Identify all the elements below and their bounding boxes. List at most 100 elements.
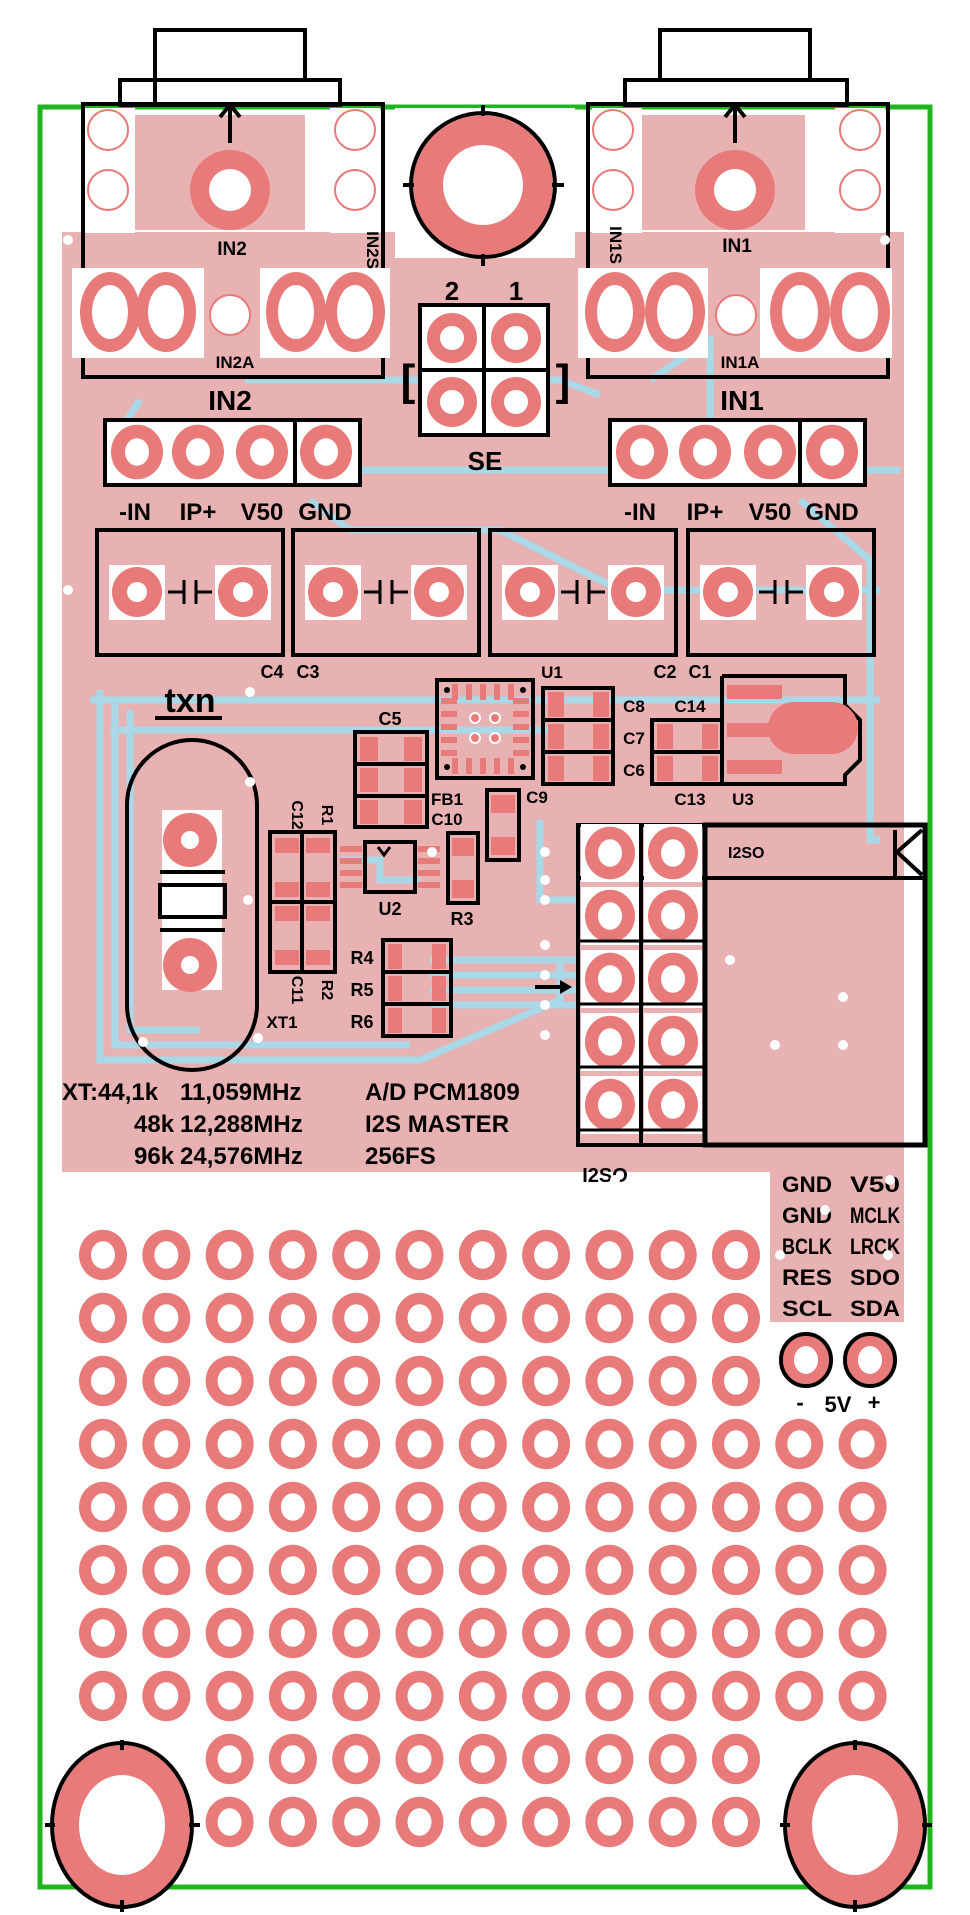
c11-label: C11 [288, 976, 305, 1005]
in2-header-pin-1 [111, 424, 163, 480]
proto-pad [332, 1292, 381, 1344]
proto-pad [712, 1355, 760, 1407]
i2s-pin-map-label: RES [782, 1265, 832, 1290]
proto-pad [395, 1733, 444, 1785]
r6-label: R6 [350, 1012, 373, 1032]
via [245, 777, 255, 787]
via [885, 1175, 895, 1185]
proto-pad [648, 1733, 697, 1785]
in1-jack[interactable] [578, 28, 892, 379]
i2s-pin-9 [585, 1078, 635, 1132]
proto-pad [648, 1418, 697, 1470]
proto-pad [268, 1544, 317, 1596]
proto-pad [585, 1229, 634, 1281]
proto-pad [205, 1607, 254, 1659]
note-info-3: 256FS [365, 1143, 436, 1170]
proto-pad [332, 1481, 381, 1533]
proto-pad [205, 1229, 254, 1281]
proto-pad [712, 1796, 760, 1848]
proto-pad [268, 1481, 317, 1533]
via [880, 235, 890, 245]
proto-pad [522, 1481, 571, 1533]
proto-pad [648, 1355, 697, 1407]
logo-txn: txn [165, 682, 216, 720]
i2s-pin-4 [648, 889, 698, 943]
c2-label: C2 [653, 662, 676, 682]
in2-header[interactable] [103, 418, 362, 487]
proto-pad [79, 1229, 127, 1281]
proto-pad [395, 1607, 444, 1659]
i2s-pin-5 [585, 952, 635, 1006]
i2so-header[interactable] [576, 823, 707, 1147]
crystal-xt1[interactable] [125, 738, 259, 1072]
proto-pad [522, 1355, 571, 1407]
mounting-hole-top [395, 105, 575, 266]
c6-label: C6 [623, 761, 645, 780]
large-cap-c4 [95, 528, 285, 657]
via [138, 1037, 148, 1047]
proto-pad [522, 1292, 571, 1344]
proto-pad [522, 1544, 571, 1596]
r1-label: R1 [318, 805, 335, 826]
se-bracket-left: [ [401, 356, 416, 405]
c4-label: C4 [260, 662, 283, 682]
c5-label: C5 [378, 709, 401, 729]
prototype-grid [79, 1229, 887, 1848]
in1-pin-label-1: -IN [624, 499, 656, 526]
in2-pin-label-4: GND [298, 499, 351, 526]
in1-pin-label-3: V50 [749, 499, 792, 526]
r3-label: R3 [450, 909, 473, 929]
large-cap-c3 [291, 528, 481, 657]
proto-pad [458, 1418, 507, 1470]
se-jumper[interactable] [418, 303, 550, 437]
note-info-2: I2S MASTER [365, 1111, 509, 1138]
note-freq-1: 11,059MHz [180, 1079, 301, 1106]
proto-pad [395, 1418, 444, 1470]
c12-label: C12 [288, 800, 305, 829]
proto-pad [712, 1607, 760, 1659]
i2s-pin-3 [585, 889, 635, 943]
c9 [485, 788, 521, 862]
power-5v-pads[interactable] [779, 1332, 897, 1388]
proto-pad [458, 1670, 507, 1722]
in1-header[interactable] [608, 418, 867, 487]
via [540, 875, 550, 885]
proto-pad [775, 1418, 824, 1470]
proto-pad [458, 1229, 507, 1281]
via [427, 847, 437, 857]
proto-pad [585, 1292, 634, 1344]
proto-pad [458, 1733, 507, 1785]
proto-pad [79, 1418, 127, 1470]
via [253, 1033, 263, 1043]
r2-label: R2 [318, 980, 335, 1001]
u1-label: U1 [541, 663, 563, 682]
in2-header-pin-3 [236, 424, 288, 480]
in2a-label: IN2A [216, 353, 255, 372]
in2-pin-label-3: V50 [241, 499, 284, 526]
i2s-pin-map-label: SDA [850, 1296, 900, 1321]
r4-label: R4 [350, 948, 373, 968]
via [485, 1175, 495, 1185]
i2s-pin-map-label: BCLK [782, 1234, 832, 1259]
proto-pad [205, 1796, 254, 1848]
proto-pad [712, 1733, 760, 1785]
in2-jack[interactable] [72, 28, 390, 379]
proto-pad [458, 1607, 507, 1659]
proto-pad [142, 1670, 191, 1722]
via [820, 1205, 830, 1215]
large-cap-c1 [686, 528, 876, 657]
proto-pad [332, 1733, 381, 1785]
i2s-pin-2 [648, 826, 698, 880]
note-rate-3: 96k [134, 1143, 175, 1170]
se-pin-1-label: 1 [509, 276, 523, 306]
proto-pad [458, 1355, 507, 1407]
proto-pad [332, 1418, 381, 1470]
u1-chip [435, 678, 535, 780]
proto-pad [648, 1481, 697, 1533]
proto-pad [522, 1418, 571, 1470]
proto-pad [395, 1229, 444, 1281]
in1-pin-label-4: GND [805, 499, 858, 526]
proto-pad [838, 1481, 887, 1533]
i2s-pin-1 [585, 826, 635, 880]
